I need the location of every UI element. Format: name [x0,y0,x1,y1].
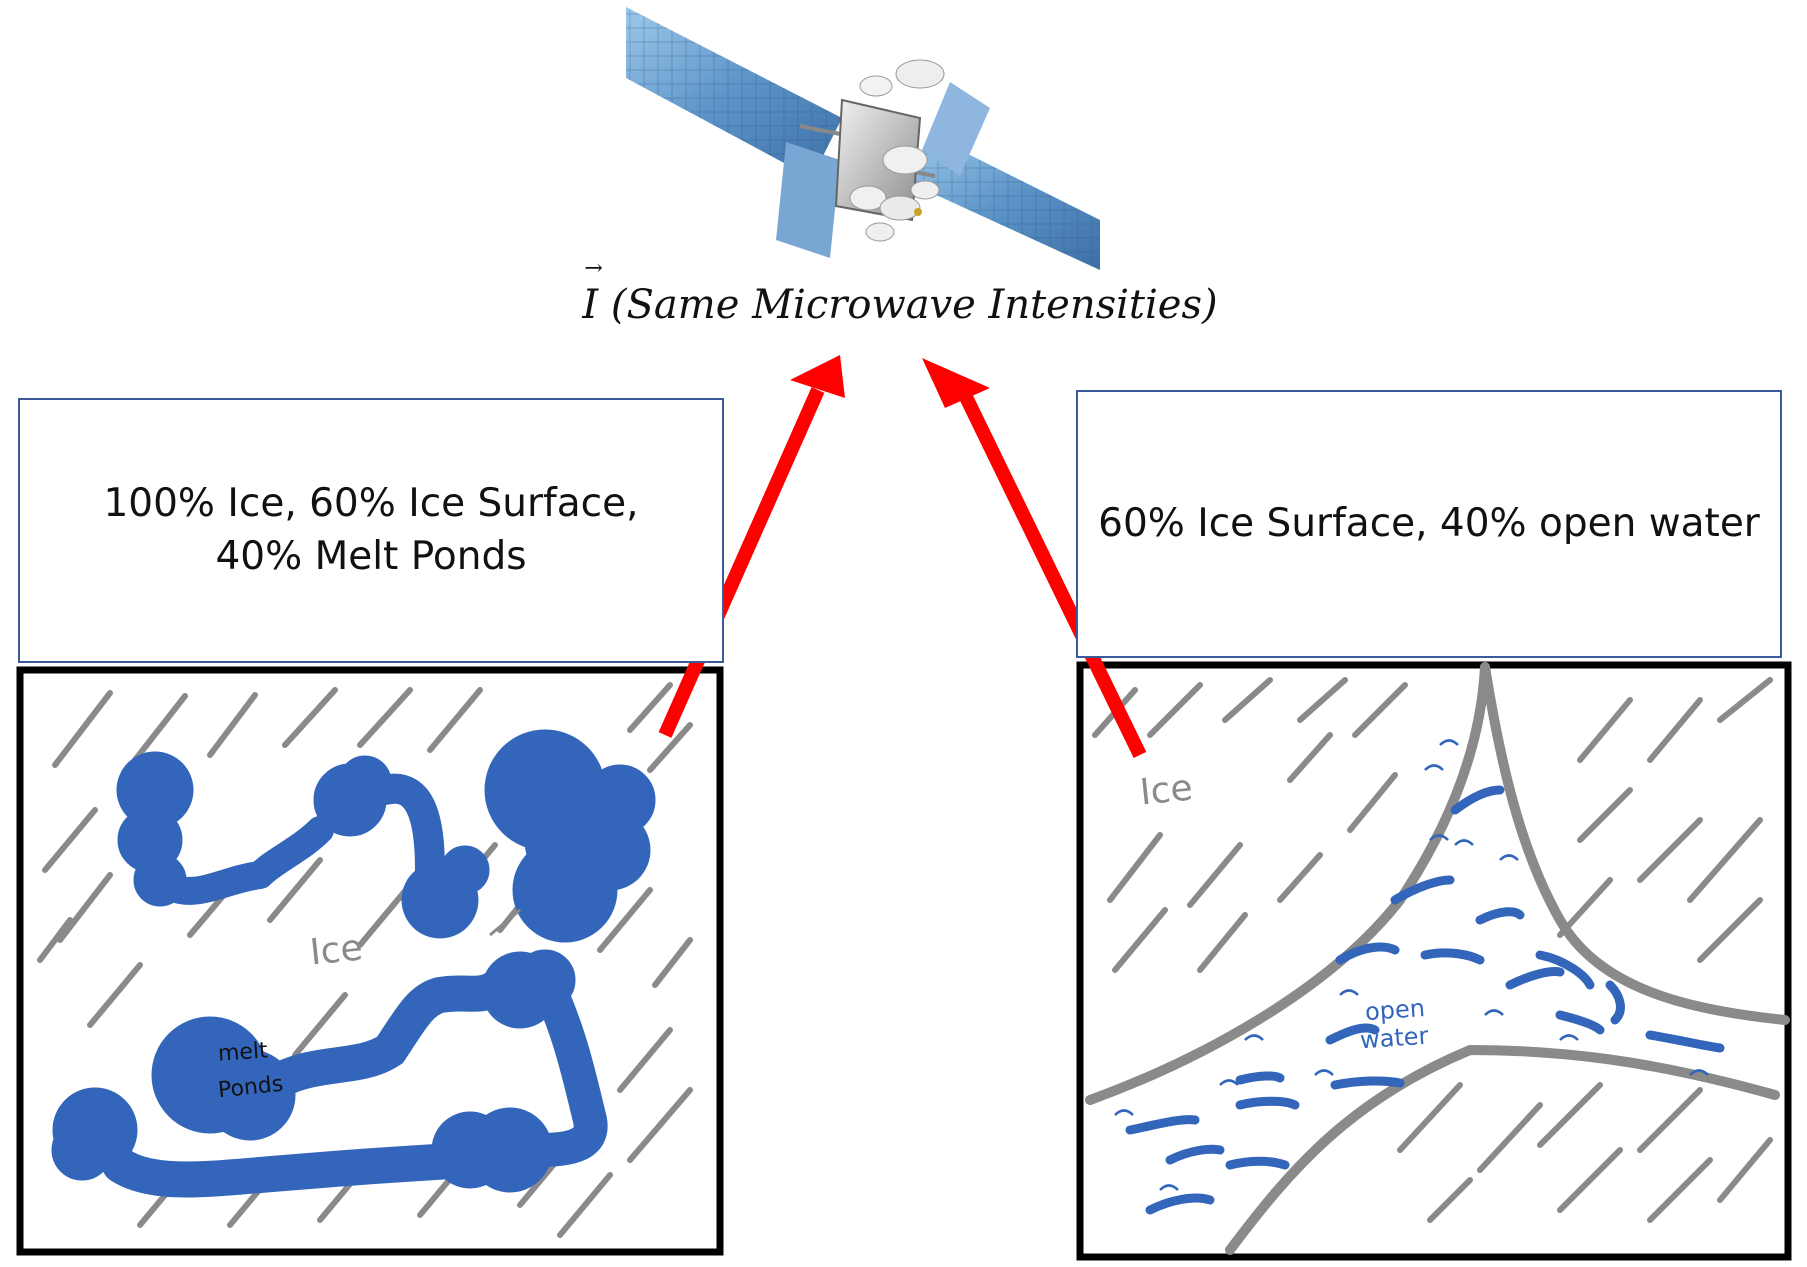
water-label: water [1359,1021,1430,1055]
left-caption-box: 100% Ice, 60% Ice Surface, 40% Melt Pond… [18,398,724,663]
intensity-description: (Same Microwave Intensities) [610,282,1218,328]
left-ice-label: Ice [308,927,365,974]
right-caption-box: 60% Ice Surface, 40% open water [1076,390,1782,658]
intensity-equation: I (Same Microwave Intensities) [560,256,1240,328]
melt-ponds [51,729,656,1198]
arrow-up-icon [922,358,1147,759]
melt-label: melt [217,1038,269,1067]
right-ice-label: Ice [1138,767,1195,814]
open-label: open [1364,993,1426,1027]
left-scene [16,666,724,1256]
right-scene [1076,661,1792,1261]
intensity-vector-symbol: I [582,256,602,328]
open-water-ripples [1114,739,1709,1191]
right-ice-hatching [1092,677,1773,1223]
left-gray-scratch [489,908,521,937]
open-water-waves [1125,785,1725,1215]
left-caption: 100% Ice, 60% Ice Surface, 40% Melt Pond… [103,480,639,579]
satellite-icon [626,7,1100,270]
ice-cracks [1085,662,1790,1255]
right-caption: 60% Ice Surface, 40% open water [1098,500,1760,546]
arrow-up-icon [658,355,845,738]
